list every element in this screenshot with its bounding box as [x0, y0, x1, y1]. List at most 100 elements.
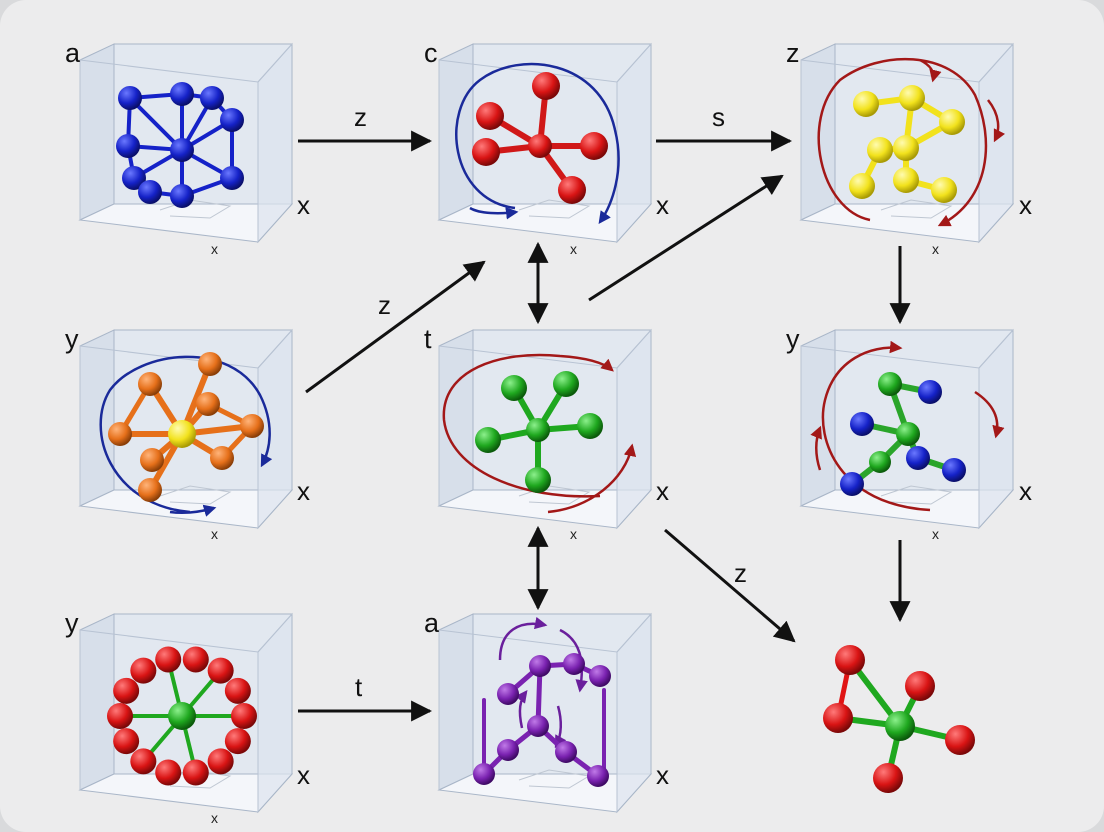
panel-7-label: y [65, 608, 79, 638]
atom [849, 173, 875, 199]
rotation-arrow [559, 628, 588, 693]
atom [107, 703, 133, 729]
molecule-panel-8 [473, 616, 611, 787]
atom [942, 458, 966, 482]
atom [869, 451, 891, 473]
atom [931, 177, 957, 203]
rotation-arrow [455, 62, 620, 225]
atom [182, 646, 209, 673]
atom [207, 657, 234, 684]
arrow-label-p7-p8: t [355, 672, 363, 702]
atom [138, 180, 162, 204]
panel-6-label: y [786, 324, 800, 354]
arrow-p4-p2 [305, 260, 486, 394]
rotation-arrow [974, 390, 1005, 439]
atom [130, 748, 157, 775]
atom [905, 671, 935, 701]
panel-2-label: c [424, 38, 438, 68]
atom [476, 102, 504, 130]
atom [850, 412, 874, 436]
atom [528, 134, 552, 158]
final-molecule [823, 645, 975, 793]
atom [207, 748, 234, 775]
atom [170, 138, 194, 162]
atom [210, 446, 234, 470]
rotation-arrow [442, 353, 614, 498]
rotation-arrow [99, 355, 273, 514]
atom [525, 467, 551, 493]
atom [580, 132, 608, 160]
atom [122, 166, 146, 190]
panel-4-axis-right: x [297, 476, 310, 506]
rotation-arrow [821, 340, 931, 512]
atom [526, 418, 550, 442]
atom [835, 645, 865, 675]
molecule-panel-6 [810, 340, 1005, 512]
arrow-p5-p3 [588, 174, 784, 302]
atom [220, 108, 244, 132]
panel-7-axis-bottom: x [211, 810, 218, 826]
atom [893, 167, 919, 193]
atom [475, 427, 501, 453]
rotation-arrow [547, 443, 637, 514]
molecule-panel-5 [442, 353, 637, 514]
bond [128, 96, 184, 152]
atom [558, 176, 586, 204]
rotation-arrow [987, 99, 1006, 143]
atom [116, 134, 140, 158]
atom [168, 420, 196, 448]
atom [198, 352, 222, 376]
atom [240, 414, 264, 438]
rotation-arrow [817, 57, 988, 227]
atom [589, 665, 611, 687]
atom [138, 478, 162, 502]
molecule-panel-2 [455, 62, 620, 225]
arrow-label-p2-p3: s [712, 102, 725, 132]
molecule-panel-7 [107, 646, 257, 786]
atom [200, 86, 224, 110]
atom [878, 372, 902, 396]
atom [945, 725, 975, 755]
panel-box-8 [437, 612, 653, 814]
atom [170, 82, 194, 106]
atom [553, 371, 579, 397]
atom [224, 677, 251, 704]
rotation-arrow [498, 616, 548, 661]
atom [497, 739, 519, 761]
atom [885, 711, 915, 741]
atom [527, 715, 549, 737]
panel-box-6 [799, 328, 1015, 530]
reaction-arrows [298, 130, 911, 722]
atom [853, 91, 879, 117]
atom [140, 448, 164, 472]
panel-1-axis-bottom: x [211, 241, 218, 257]
atom [529, 655, 551, 677]
panel-5-axis-bottom: x [570, 526, 577, 542]
atom [587, 765, 609, 787]
atom [182, 759, 209, 786]
rotation-arrow [515, 689, 528, 729]
panel-2-axis-right: x [656, 190, 669, 220]
molecule-panel-4 [99, 352, 273, 517]
atom [155, 646, 182, 673]
atom [196, 392, 220, 416]
atom [108, 422, 132, 446]
atom [138, 372, 162, 396]
panel-4-label: y [65, 324, 79, 354]
rotation-arrow [810, 425, 822, 471]
panel-7-axis-right: x [297, 760, 310, 790]
atom [224, 728, 251, 755]
atom [118, 86, 142, 110]
atom [168, 702, 196, 730]
panel-1-label: a [65, 38, 81, 68]
arrow-label-p4-p2: z [378, 290, 391, 320]
atom [472, 138, 500, 166]
atom [473, 763, 495, 785]
atom [873, 763, 903, 793]
panel-3-axis-bottom: x [932, 241, 939, 257]
atom [563, 653, 585, 675]
atom [113, 677, 140, 704]
atom [555, 741, 577, 763]
arrow-p5-final [664, 528, 796, 643]
